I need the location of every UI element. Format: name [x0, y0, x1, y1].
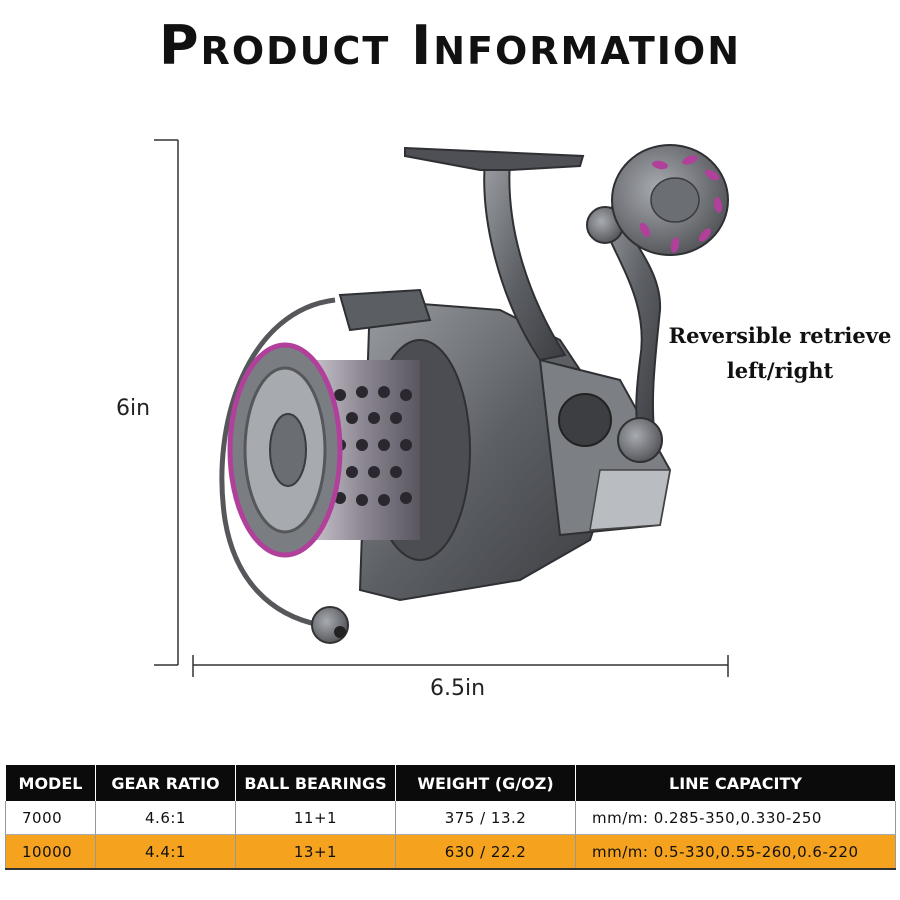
table-row: 7000 4.6:1 11+1 375 / 13.2 mm/m: 0.285-3… [5, 801, 896, 835]
handle-knob [611, 144, 729, 256]
table-row: 10000 4.4:1 13+1 630 / 22.2 mm/m: 0.5-33… [5, 834, 896, 870]
page-title: Product Information [158, 14, 741, 77]
cell-gear-ratio: 4.6:1 [95, 801, 236, 835]
reel-stem [483, 159, 567, 362]
cell-gear-ratio: 4.4:1 [95, 834, 236, 870]
reel-foot [404, 146, 585, 171]
cell-model: 7000 [5, 801, 96, 835]
cell-ball-bearings: 13+1 [235, 834, 396, 870]
bail-roller [311, 606, 349, 644]
width-dimension-line [192, 655, 729, 677]
cell-weight: 375 / 13.2 [395, 801, 576, 835]
reversible-retrieve-callout: Reversible retrieve left/right [660, 318, 900, 388]
height-label: 6in [116, 396, 151, 421]
width-label: 6.5in [430, 676, 486, 701]
reel-illustration [154, 139, 729, 677]
cell-line-capacity: mm/m: 0.285-350,0.330-250 [575, 801, 896, 835]
header-line-capacity: LINE CAPACITY [575, 765, 896, 801]
cell-ball-bearings: 11+1 [235, 801, 396, 835]
cell-line-capacity: mm/m: 0.5-330,0.55-260,0.6-220 [575, 834, 896, 870]
spec-table-header: MODEL GEAR RATIO BALL BEARINGS WEIGHT (G… [5, 765, 896, 801]
spec-table: MODEL GEAR RATIO BALL BEARINGS WEIGHT (G… [5, 765, 896, 870]
cell-model: 10000 [5, 834, 96, 870]
callout-line-2: left/right [726, 358, 834, 383]
header-ball-bearings: BALL BEARINGS [235, 765, 396, 801]
height-dimension-line [154, 139, 179, 666]
header-model: MODEL [5, 765, 96, 801]
cell-weight: 630 / 22.2 [395, 834, 576, 870]
header-weight: WEIGHT (G/OZ) [395, 765, 576, 801]
header-gear-ratio: GEAR RATIO [95, 765, 236, 801]
bail-wire [219, 297, 336, 628]
callout-line-1: Reversible retrieve [668, 323, 892, 348]
